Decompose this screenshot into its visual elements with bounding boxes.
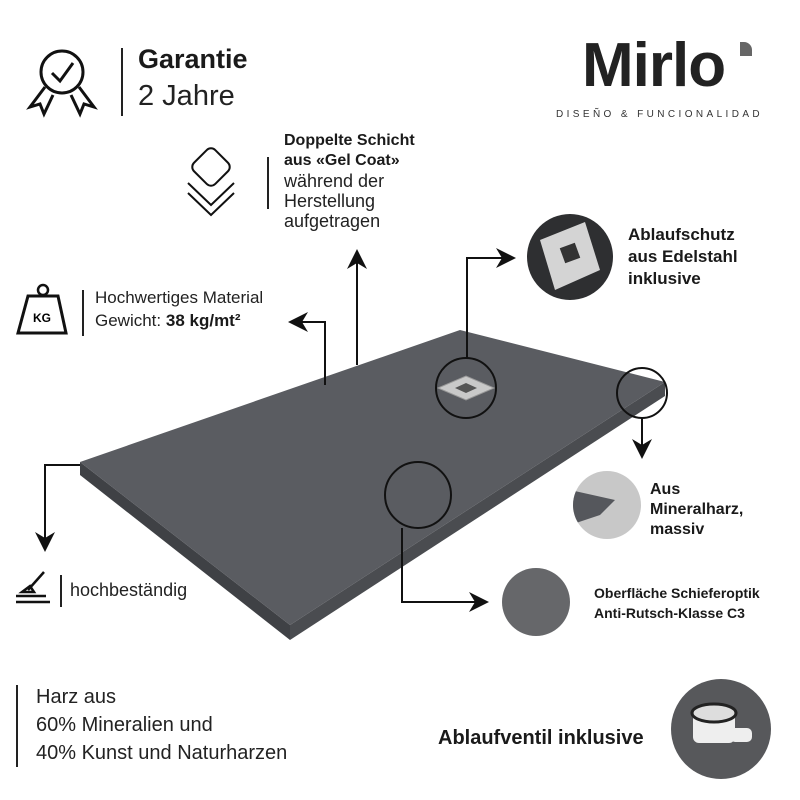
weight-value: 38 kg/mt² <box>165 311 241 330</box>
mineral-edge-photo <box>573 471 641 539</box>
composition-line-1: Harz aus <box>36 686 117 708</box>
mineral-line-3: massiv <box>650 521 705 538</box>
durable-label: hochbeständig <box>70 580 188 600</box>
shower-tray <box>80 330 665 640</box>
callout-lines <box>35 248 668 612</box>
drain-cover-text: Ablaufschutz aus Edelstahl inklusive <box>628 224 738 290</box>
logo-accent <box>740 42 752 56</box>
divider <box>82 290 84 336</box>
gelcoat-title-1: Doppelte Schicht <box>284 132 415 149</box>
layers-icon <box>187 147 235 217</box>
slate-surface-photo <box>502 568 570 636</box>
warranty-title: Garantie <box>138 44 248 74</box>
divider <box>121 48 123 116</box>
mineral-line-2: Mineralharz, <box>650 501 744 518</box>
composition-text: Harz aus 60% Mineralien und 40% Kunst un… <box>36 683 287 767</box>
brand-logo: Mirlo <box>582 31 726 100</box>
divider <box>267 157 269 209</box>
weight-label: Gewicht: <box>95 311 162 330</box>
award-check-icon <box>26 49 98 118</box>
kg-weight-icon: KG <box>16 283 68 335</box>
drain-cover-line-1: Ablaufschutz <box>628 225 735 244</box>
gelcoat-line-3: aufgetragen <box>284 211 381 231</box>
warranty-value: 2 Jahre <box>138 80 235 112</box>
drain-valve-photo <box>671 679 771 779</box>
divider <box>60 575 62 607</box>
composition-line-2: 60% Mineralien und <box>36 714 213 736</box>
scraper-icon <box>16 571 50 604</box>
mineral-text: Aus Mineralharz, massiv <box>650 480 743 540</box>
divider <box>16 685 18 767</box>
drain-plate <box>436 375 496 401</box>
svg-text:KG: KG <box>33 311 51 325</box>
valve-label: Ablaufventil inklusive <box>438 727 644 749</box>
drain-cover-photo <box>527 214 613 300</box>
material-weight: Gewicht: 38 kg/mt² <box>95 311 241 331</box>
gelcoat-line-2: Herstellung <box>284 191 376 211</box>
gelcoat-title-2: aus «Gel Coat» <box>284 152 400 169</box>
surface-line-2: Anti-Rutsch-Klasse C3 <box>594 605 745 621</box>
drain-cover-line-2: aus Edelstahl <box>628 247 738 266</box>
material-line-1: Hochwertiges Material <box>95 288 264 307</box>
mineral-line-1: Aus <box>650 481 681 498</box>
composition-line-3: 40% Kunst und Naturharzen <box>36 742 288 764</box>
brand-tagline: DISEÑO & FUNCIONALIDAD <box>556 109 764 120</box>
gelcoat-text: Doppelte Schicht aus «Gel Coat» während … <box>284 131 415 231</box>
gelcoat-line-1: während der <box>284 171 385 191</box>
drain-cover-line-3: inklusive <box>628 269 701 288</box>
surface-text: Oberfläche Schieferoptik Anti-Rutsch-Kla… <box>594 583 760 623</box>
surface-line-1: Oberfläche Schieferoptik <box>594 585 760 601</box>
